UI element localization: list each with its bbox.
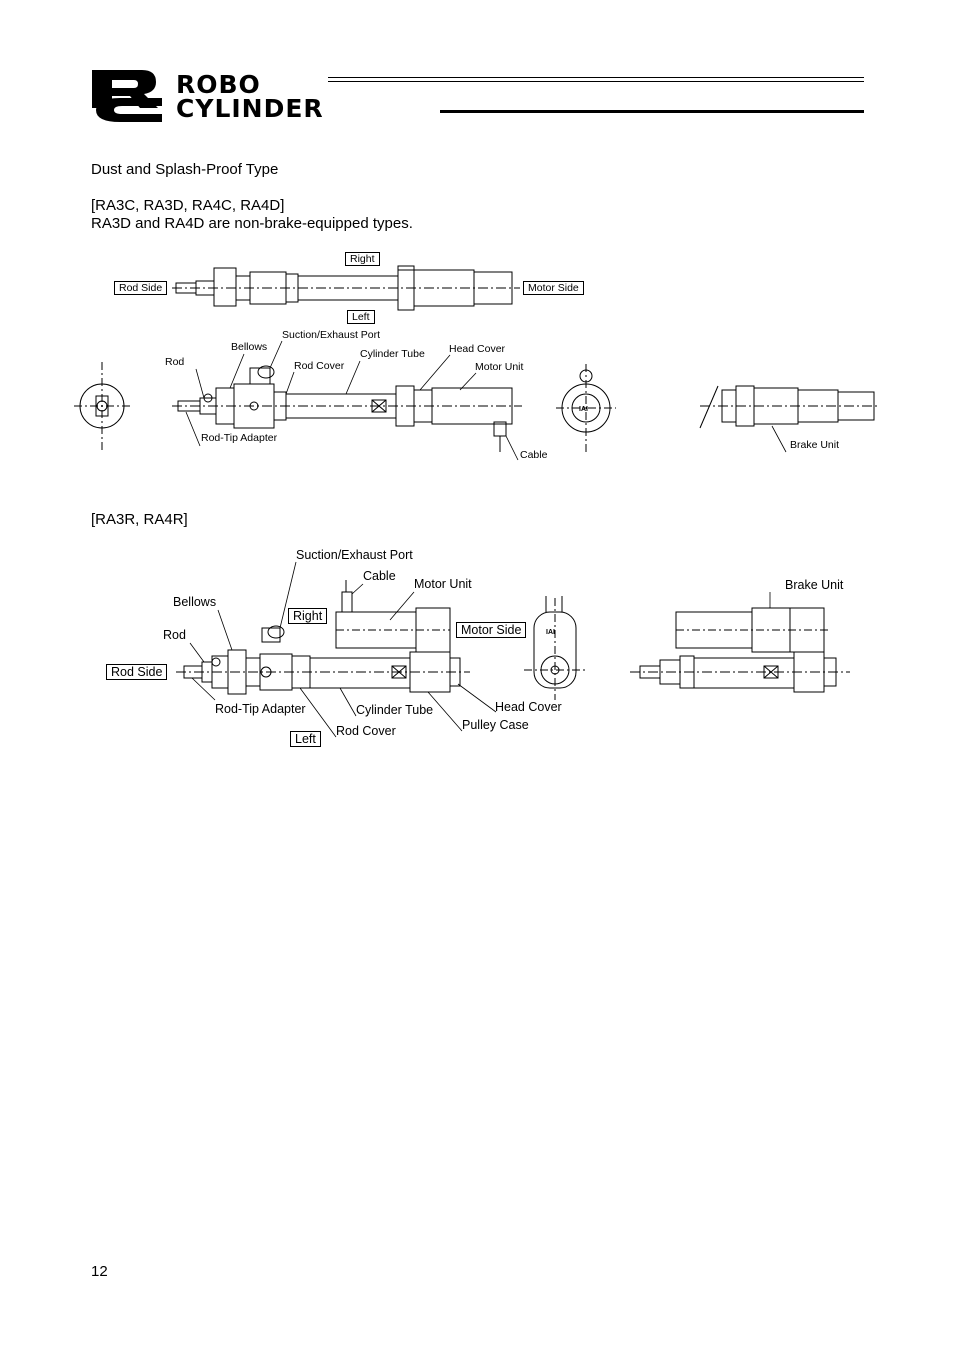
d1-rod-side-label: Rod Side [114, 281, 168, 295]
header-rule-thick [440, 110, 864, 113]
d2-pulley-case-label: Pulley Case [462, 718, 529, 732]
d2-brake-unit-label: Brake Unit [785, 578, 844, 592]
d2-rod-side-label: Rod Side [106, 664, 168, 680]
header-rule-thin [328, 77, 864, 78]
d2-motor-unit-label: Motor Unit [414, 577, 472, 591]
group1-note: RA3D and RA4D are non-brake-equipped typ… [91, 215, 413, 232]
d1-rod-cover-label: Rod Cover [294, 360, 345, 372]
d1-cylinder-tube-label: Cylinder Tube [360, 348, 425, 360]
group2-title: [RA3R, RA4R] [91, 511, 188, 528]
diagram1-brand-mark: IAI [579, 406, 588, 413]
diagram2-brand-mark: IAI [546, 629, 555, 636]
d1-right-label: Right [345, 252, 380, 266]
d1-motor-unit-label: Motor Unit [475, 361, 524, 373]
d2-rod-cover-label: Rod Cover [336, 724, 396, 738]
d1-rod-label: Rod [165, 356, 185, 368]
d2-cable-label: Cable [363, 569, 396, 583]
d2-head-cover-label: Head Cover [495, 700, 562, 714]
group1-title: [RA3C, RA3D, RA4C, RA4D] [91, 197, 285, 214]
d1-left-label: Left [347, 310, 375, 324]
d2-cylinder-tube-label: Cylinder Tube [356, 703, 434, 717]
section-title: Dust and Splash-Proof Type [91, 161, 279, 178]
d2-left-label: Left [290, 731, 321, 747]
d1-head-cover-label: Head Cover [449, 343, 506, 355]
d2-motor-side-label: Motor Side [456, 622, 527, 638]
d2-bellows-label: Bellows [173, 595, 217, 609]
logo-word-cylinder: CYLINDER [176, 94, 324, 123]
d1-bellows-label: Bellows [231, 341, 268, 353]
d1-cable-label: Cable [520, 449, 548, 461]
d2-suction-port-label: Suction/Exhaust Port [296, 548, 413, 562]
d1-rod-tip-adapter-label: Rod-Tip Adapter [201, 432, 278, 444]
d2-rod-tip-adapter-label: Rod-Tip Adapter [215, 702, 306, 716]
rc-logo-mark [92, 70, 162, 122]
header-rule-thin-2 [328, 81, 864, 82]
d1-motor-side-label: Motor Side [523, 281, 584, 295]
d1-brake-unit-label: Brake Unit [790, 439, 840, 451]
logo-word-robo: ROBO [176, 70, 261, 99]
d2-rod-label: Rod [163, 628, 186, 642]
d1-suction-port-label: Suction/Exhaust Port [282, 329, 381, 341]
page-number: 12 [91, 1263, 108, 1280]
d2-right-label: Right [288, 608, 328, 624]
